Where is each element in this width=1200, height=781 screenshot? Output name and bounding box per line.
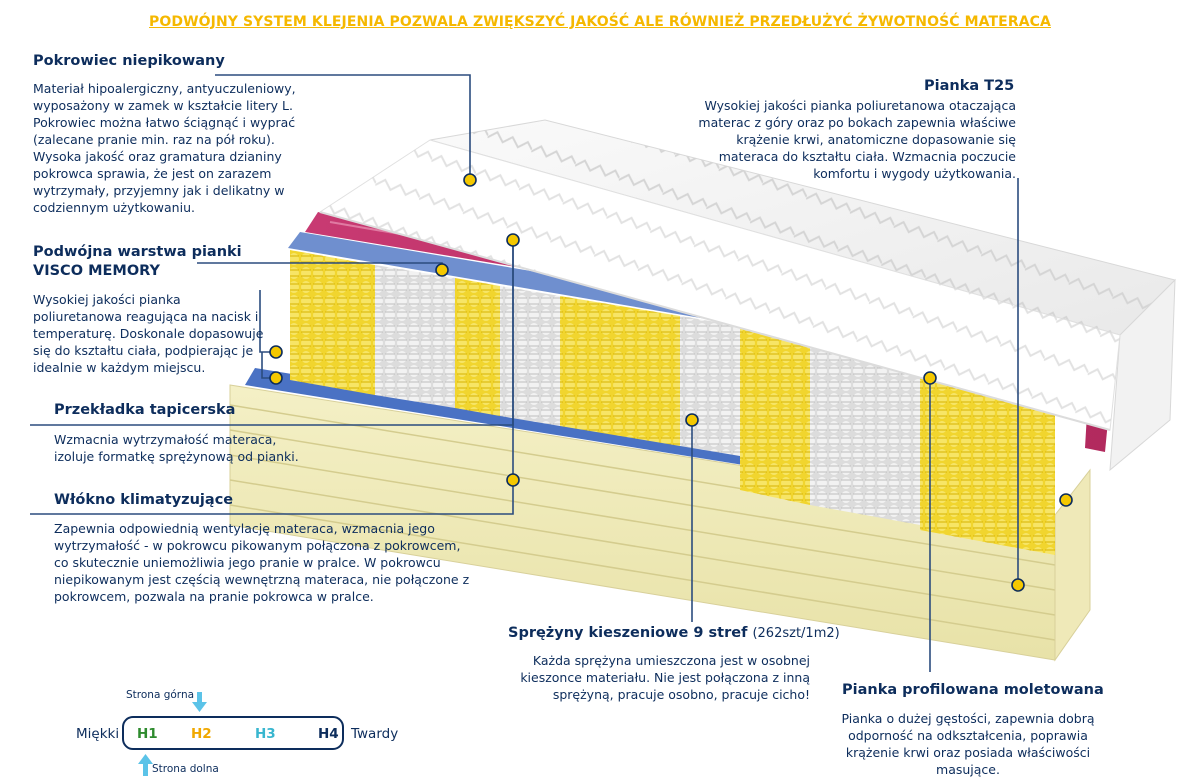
grade-h2: H2 [191, 726, 212, 742]
marker-t25 [1011, 578, 1025, 592]
visco-line: się do kształtu ciała, podpierając je [33, 343, 254, 358]
side-foam [1054, 468, 1091, 662]
t25-line: komfortu i wygody użytkowania. [813, 166, 1016, 181]
grade-h3: H3 [255, 726, 276, 742]
marker-visco [435, 263, 449, 277]
visco-line: temperaturę. Doskonale dopasowuje [33, 326, 264, 341]
marker-springs [685, 413, 699, 427]
cover-description: Materiał hipoalergiczny, antyuczuleniowy… [33, 80, 323, 216]
soft-label: Miękki [76, 726, 120, 742]
visco-description: Wysokiej jakości pianka poliuretanowa re… [33, 291, 273, 376]
spring-white-4 [810, 338, 920, 525]
fiber-line: pokrowcem, pozwala na pranie pokrowca w … [54, 589, 374, 604]
profiled-description: Pianka o dużej gęstości, zapewnia dobrą … [828, 710, 1108, 778]
profiled-line: krążenie krwi oraz posiada właściwości [845, 745, 1091, 760]
fiber-line: wytrzymałość - w pokrowcu pikowanym połą… [54, 538, 461, 553]
spring-yellow-3 [560, 296, 680, 446]
marker-visco-2 [269, 371, 283, 385]
spring-white-2 [500, 286, 560, 426]
banner-title: PODWÓJNY SYSTEM KLEJENIA POZWALA ZWIĘKSZ… [149, 14, 1051, 30]
fiber-description: Zapewnia odpowiednią wentylację materaca… [54, 520, 514, 605]
firmness-scale [122, 716, 344, 750]
marker-fiber [506, 473, 520, 487]
cover-side [1109, 278, 1176, 472]
upholstery-line: izoluje formatkę sprężynową od pianki. [54, 449, 299, 464]
t25-line: materac z góry oraz po bokach zapewnia w… [698, 115, 1016, 130]
fiber-line: niepikowanym jest częścią wewnętrzną mat… [54, 572, 470, 587]
cover-line: wyposażony w zamek w kształcie litery L. [33, 98, 293, 113]
springs-title: Sprężyny kieszeniowe 9 stref (262szt/1m2… [508, 625, 840, 641]
springs-line: sprężyną, pracuje osobno, pracuje cicho! [552, 687, 810, 702]
top-side-arrow [192, 692, 207, 712]
cover-line: wytrzymały, przyjemny jak i delikatny w [33, 183, 285, 198]
profiled-line: odporność na odkształcenia, poprawia [848, 728, 1088, 743]
spring-white-3 [680, 316, 740, 456]
cover-title: Pokrowiec niepikowany [33, 53, 225, 69]
fiber-line: co skutecznie uniemożliwia jego pranie w… [54, 555, 441, 570]
grade-h4: H4 [318, 726, 339, 742]
cover-line: (zalecane pranie min. raz na pół roku). [33, 132, 275, 147]
t25-line: Wysokiej jakości pianka poliuretanowa ot… [704, 98, 1016, 113]
upholstery-title: Przekładka tapicerska [54, 402, 236, 418]
marker-upholstery [506, 233, 520, 247]
cover-line: codziennym użytkowaniu. [33, 200, 195, 215]
fiber-title: Włókno klimatyzujące [54, 492, 234, 508]
cover-line: Wysoka jakość oraz gramatura dzianiny [33, 149, 282, 164]
t25-title: Pianka T25 [924, 78, 1015, 94]
spring-yellow-2 [455, 278, 500, 416]
profiled-line: masujące. [936, 762, 1000, 777]
springs-line: kieszonce materiału. Nie jest połączona … [520, 670, 810, 685]
top-side-label: Strona górna [126, 689, 195, 701]
grade-h1: H1 [137, 726, 158, 742]
profiled-title: Pianka profilowana moletowana [842, 682, 1104, 698]
t25-line: materaca do kształtu ciała. Wzmacnia poc… [718, 149, 1016, 164]
marker-t25-front [923, 371, 937, 385]
cover-line: pokrowca sprawia, że jest on zarazem [33, 166, 272, 181]
visco-title-2: VISCO MEMORY [33, 263, 161, 279]
visco-line: poliuretanowa reagująca na nacisk i [33, 309, 259, 324]
upholstery-line: Wzmacnia wytrzymałość materaca, [54, 432, 277, 447]
t25-description: Wysokiej jakości pianka poliuretanowa ot… [666, 97, 1016, 182]
springs-description: Każda sprężyna umieszczona jest w osobne… [466, 652, 810, 703]
t25-line: krążenie krwi, anatomiczne dopasowanie s… [736, 132, 1016, 147]
spring-white-1 [375, 265, 455, 408]
markers [269, 173, 1073, 592]
marker-profiled [1059, 493, 1073, 507]
hard-label: Twardy [351, 726, 399, 742]
spring-yellow-4 [740, 326, 810, 505]
bottom-side-label: Strona dolna [152, 763, 219, 775]
cover-line: Pokrowiec można łatwo ściągnąć i wyprać [33, 115, 296, 130]
marker-cover [463, 173, 477, 187]
profiled-line: Pianka o dużej gęstości, zapewnia dobrą [841, 711, 1095, 726]
upholstery-description: Wzmacnia wytrzymałość materaca, izoluje … [54, 431, 354, 465]
visco-line: Wysokiej jakości pianka [33, 292, 181, 307]
visco-line: idealnie w każdym miejscu. [33, 360, 206, 375]
springs-title-suffix: (262szt/1m2) [752, 626, 840, 641]
fiber-line: Zapewnia odpowiednią wentylację materaca… [54, 521, 435, 536]
marker-visco-1 [269, 345, 283, 359]
springs-title-main: Sprężyny kieszeniowe 9 stref [508, 625, 748, 641]
visco-title-1: Podwójna warstwa pianki [33, 244, 242, 260]
springs-line: Każda sprężyna umieszczona jest w osobne… [532, 653, 810, 668]
bottom-side-arrow [138, 754, 153, 776]
spring-yellow-1 [290, 250, 375, 395]
cover-line: Materiał hipoalergiczny, antyuczuleniowy… [33, 81, 296, 96]
